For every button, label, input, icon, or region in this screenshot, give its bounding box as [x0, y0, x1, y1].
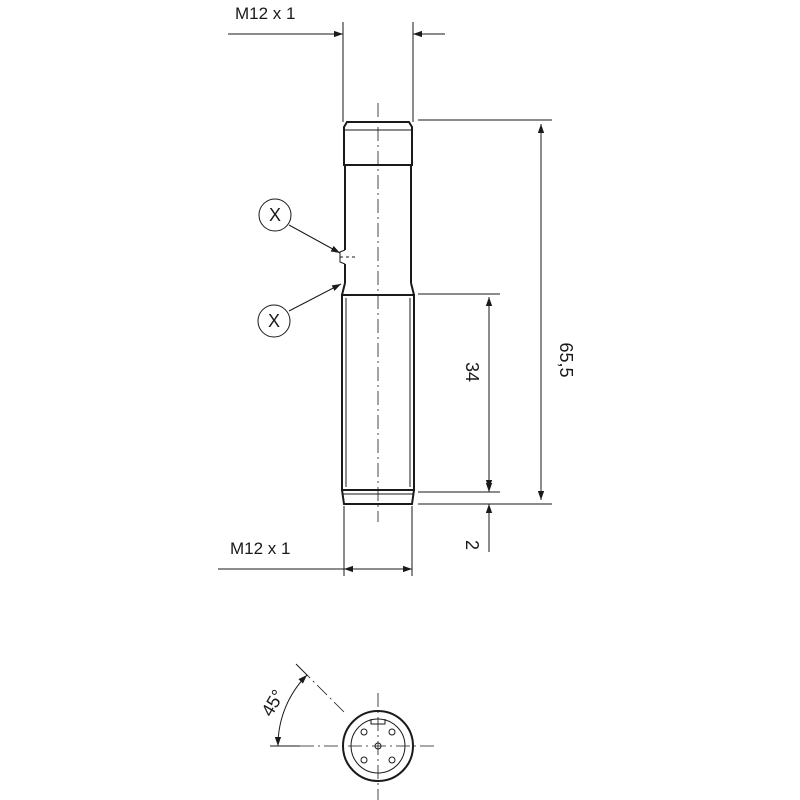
- thread-length-dimension: 34: [418, 293, 500, 493]
- top-thread-dimension: M12 x 1: [228, 4, 445, 122]
- pin-3: [360, 756, 368, 764]
- callout-upper-label: X: [269, 205, 281, 225]
- bottom-thread-dimension: M12 x 1: [218, 506, 413, 576]
- callout-lower: X: [257, 283, 342, 338]
- total-length-dimension: 65,5: [418, 119, 576, 505]
- pin-1: [360, 728, 368, 736]
- top-thread-label: M12 x 1: [235, 4, 295, 23]
- connector-end-view: [300, 675, 436, 800]
- callout-lower-label: X: [268, 311, 280, 331]
- callout-upper: X: [258, 198, 341, 254]
- total-length-value: 65,5: [556, 342, 576, 377]
- sensor-body: [339, 121, 416, 505]
- end-offset-dimension: 2: [462, 468, 493, 552]
- angle-value: 45°: [257, 686, 288, 720]
- angle-dimension: 45°: [257, 663, 309, 747]
- pin-4: [388, 756, 396, 764]
- thread-length-value: 34: [462, 362, 482, 382]
- bottom-thread-label: M12 x 1: [230, 539, 290, 558]
- pin-2: [388, 728, 396, 736]
- end-offset-value: 2: [462, 540, 482, 550]
